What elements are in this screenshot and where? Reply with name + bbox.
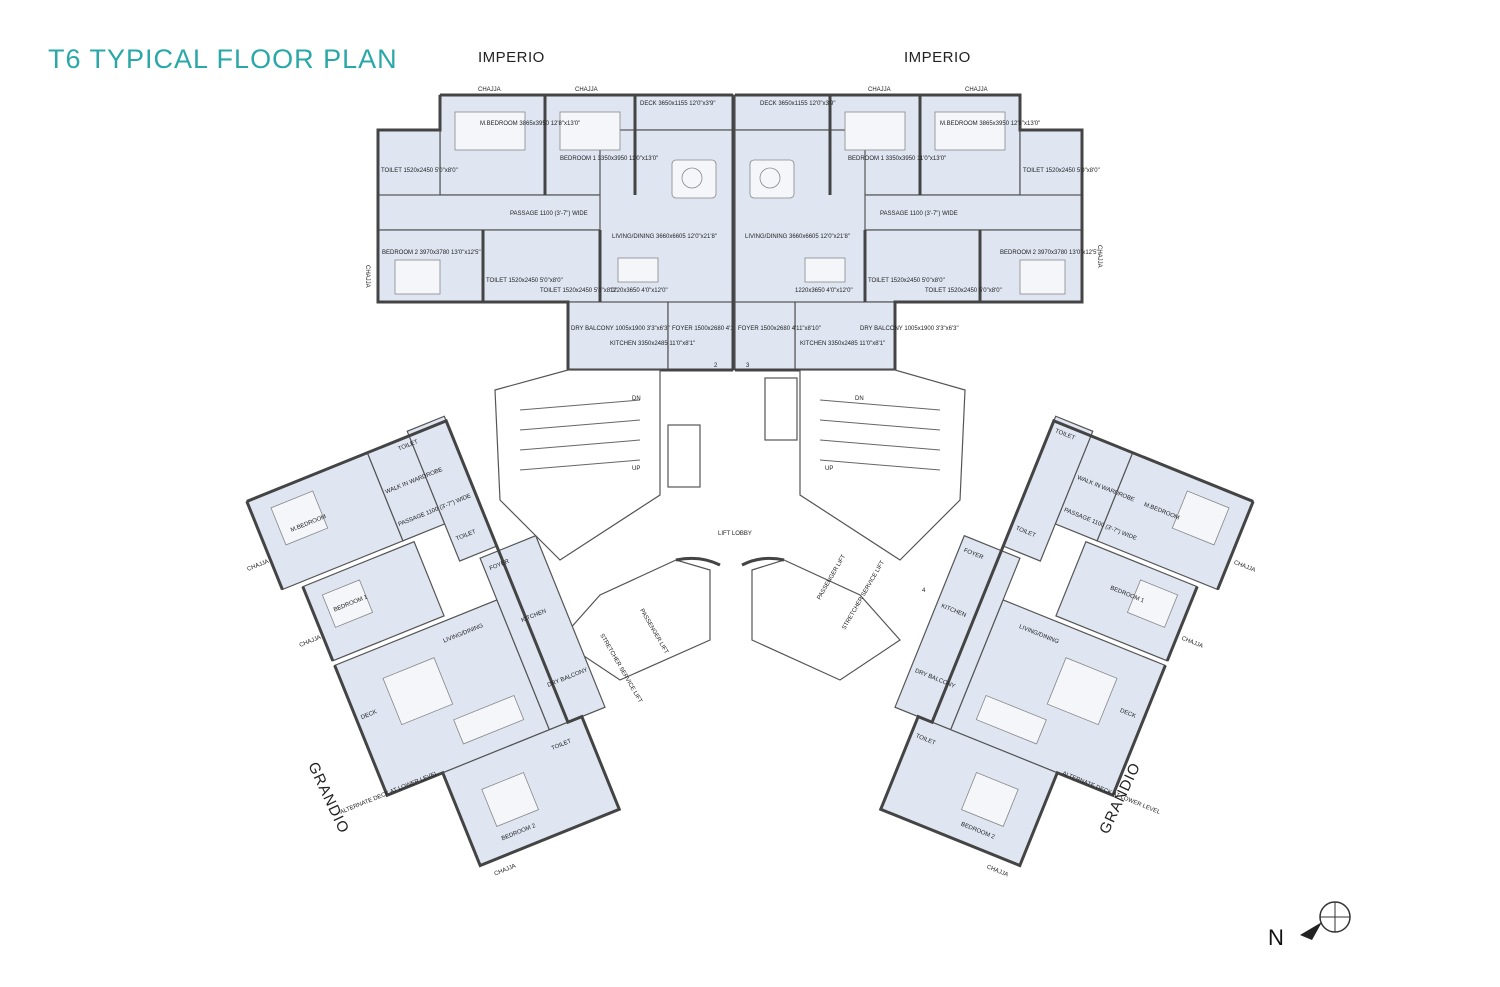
imperio-right-bed2-label: BEDROOM 2 3970x3780 13'0"x12'5" [1000,250,1099,256]
wing-label-top-right: IMPERIO [904,49,971,66]
imperio-left-toilet3-label: TOILET 1520x2450 5'0"x8'0" [540,288,617,294]
imperio-left-toilet2-label: TOILET 1520x2450 5'0"x8'0" [486,278,563,284]
imperio-right-bed-1 [934,111,1006,151]
lift-lobby-label: LIFT LOBBY [718,531,752,537]
imperio-left-foyer [667,301,734,371]
imperio-right-toilet1-label: TOILET 1520x2450 5'0"x8'0" [1023,168,1100,174]
imperio-left-bed-2 [559,111,621,151]
imperio-right-chajja-b: CHAJJA [965,87,988,93]
imperio-right-dining-table [804,257,846,283]
imperio-left-chajja-b: CHAJJA [575,87,598,93]
imperio-left-toilets [482,229,601,303]
grandio-left-dining-table [453,694,525,745]
grandio-right-chajja-a: CHAJJA [1233,560,1256,574]
imperio-left-deck-label: DECK 3650x1155 12'0"x3'9" [640,101,716,107]
grandio-right-deck-label: DECK [1119,708,1137,720]
grandio-right-sofa [1046,657,1118,726]
imperio-right-toilet3-label: TOILET 1520x2450 5'0"x8'0" [925,288,1002,294]
page-title: T6 TYPICAL FLOOR PLAN [48,44,398,74]
service-shaft-right [764,377,798,441]
imperio-right-foyer-label: FOYER 1500x2680 4'11"x8'10" [738,326,821,332]
stair-dn-right: DN [855,396,864,402]
imperio-right-kitchen [794,301,896,371]
imperio-right-bed-3 [1019,259,1066,295]
imperio-right-drybal-label: DRY BALCONY 1005x1900 3'3"x6'3" [860,326,959,332]
imperio-right-dining-label: 1220x3650 4'0"x12'0" [795,288,853,294]
imperio-right-chajja-c: CHAJJA [1096,245,1102,268]
grandio-left-chajja-c: CHAJJA [494,863,517,877]
imperio-right-kitchen-label: KITCHEN 3350x2485 11'0"x8'1" [800,341,885,347]
service-shaft-left [667,424,701,488]
wing-label-top-left: IMPERIO [478,49,545,66]
imperio-left-kitchen-label: KITCHEN 3350x2485 11'0"x8'1" [610,341,695,347]
imperio-left-dining-label: 1220x3650 4'0"x12'0" [610,288,668,294]
imperio-right-unit: DECK 3650x1155 12'0"x3'9" M.BEDROOM 3865… [731,87,1102,372]
imperio-right-passage-label: PASSAGE 1100 (3'-7") WIDE [880,211,958,217]
imperio-right-mbed-label: M.BEDROOM 3865x3950 12'8"x13'0" [940,121,1040,127]
imperio-left-mbed-label: M.BEDROOM 3865x3950 12'8"x13'0" [480,121,580,127]
imperio-left-bed2-label: BEDROOM 2 3970x3780 13'0"x12'5" [382,250,481,256]
flat-no-4: 4 [922,588,926,594]
flat-no-2: 2 [714,363,718,369]
grandio-left-bed-b [321,579,374,628]
imperio-left-chajja-c: CHAJJA [364,265,370,288]
grandio-right-chajja-b: CHAJJA [1180,636,1203,650]
imperio-left-foyer-label: FOYER 1500x2680 4'11"x8'10" [672,326,755,332]
grandio-right-bed-c [960,771,1019,827]
imperio-left-bed-1 [454,111,526,151]
imperio-right-bed1-label: BEDROOM 1 3350x3950 11'0"x13'0" [848,156,946,162]
imperio-left-unit: DECK 3650x1155 12'0"x3'9" M.BEDROOM 3865… [364,87,755,372]
imperio-left-table [681,167,703,189]
grandio-right-dining-table [975,694,1047,745]
north-compass-icon: N [1268,901,1351,950]
flat-no-3: 3 [746,363,750,369]
grandio-right-chajja-c: CHAJJA [986,864,1009,878]
wing-label-bottom-left: GRANDIO [304,760,352,837]
imperio-left-dining-table [617,257,659,283]
imperio-left-passage-label: PASSAGE 1100 (3'-7") WIDE [510,211,588,217]
grandio-left-bed-a [270,490,329,546]
imperio-left-toilet1-label: TOILET 1520x2450 5'0"x8'0" [381,168,458,174]
stair-dn-left: DN [632,396,641,402]
grandio-right-unit: M.BEDROOM WALK IN WARDROBE PASSAGE 1100 … [878,415,1256,879]
imperio-right-toilet1 [1019,129,1083,201]
grandio-left-deck-label: DECK [360,709,378,721]
lift-block-right [751,559,901,681]
grandio-right-bed-a [1171,490,1230,546]
grandio-right-bed-b [1126,579,1179,628]
imperio-right-bed-2 [844,111,906,151]
imperio-right-toilet2-label: TOILET 1520x2450 5'0"x8'0" [868,278,945,284]
imperio-right-deck-label: DECK 3650x1155 12'0"x3'9" [760,101,836,107]
imperio-right-table [759,167,781,189]
imperio-left-bed-3 [394,259,441,295]
imperio-left-living-label: LIVING/DINING 3660x6605 12'0"x21'8" [612,234,717,240]
imperio-left-kitchen [567,301,669,371]
imperio-left-bed1-label: BEDROOM 1 3350x3950 11'0"x13'0" [560,156,658,162]
imperio-left-drybal-label: DRY BALCONY 1005x1900 3'3"x6'3" [571,326,670,332]
imperio-right-foyer [734,301,796,371]
imperio-left-chajja-a: CHAJJA [478,87,501,93]
lift-block-left [559,559,711,681]
grandio-left-sofa [382,657,454,726]
imperio-right-deck [734,94,831,131]
grandio-left-chajja-a: CHAJJA [246,559,269,573]
imperio-right-living-label: LIVING/DINING 3660x6605 12'0"x21'8" [745,234,850,240]
stair-up-left: UP [632,466,640,472]
stair-up-right: UP [825,466,833,472]
grandio-left-bed-c [481,771,540,827]
compass-north-label: N [1268,925,1284,950]
central-core: LIFT LOBBY PASSENGER LIFT PASSENGER LIFT… [494,363,966,704]
grandio-left-chajja-b: CHAJJA [299,635,322,649]
imperio-left-toilet1 [377,129,441,201]
imperio-right-chajja-a: CHAJJA [868,87,891,93]
